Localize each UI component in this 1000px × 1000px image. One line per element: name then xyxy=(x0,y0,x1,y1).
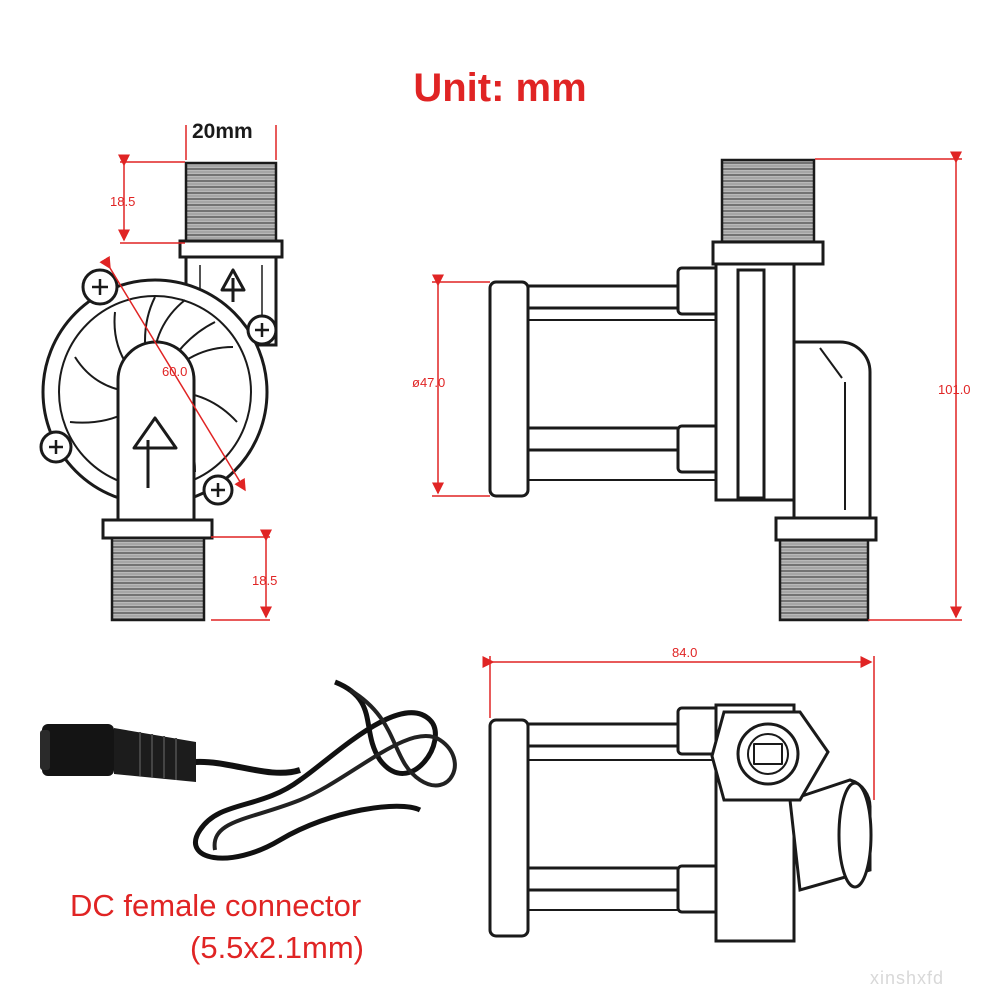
unit-title: Unit: mm xyxy=(413,66,587,110)
top-thread-dimension: 18.5 xyxy=(110,194,135,209)
connector-caption-line2: (5.5x2.1mm) xyxy=(190,930,364,965)
body-diameter-dimension: ø47.0 xyxy=(412,375,445,390)
side-bottom-thread xyxy=(778,538,870,622)
top-thread xyxy=(184,161,278,243)
pump-elbow xyxy=(792,340,872,522)
bottom-thread-dimension: 18.5 xyxy=(252,573,277,588)
motor-end-cap xyxy=(488,280,530,498)
side-view xyxy=(488,158,878,622)
watermark: xinshxfd xyxy=(870,968,945,988)
bottom-view-dimensions xyxy=(482,656,875,800)
front-view xyxy=(39,161,284,622)
bottom-view xyxy=(488,703,873,943)
side-top-thread xyxy=(720,158,816,244)
connector-caption-line1: DC female connector xyxy=(70,888,362,923)
dc-connector-cable xyxy=(40,679,457,861)
total-length-dimension: 84.0 xyxy=(672,645,697,660)
connector-barrel xyxy=(42,724,114,776)
bottom-thread xyxy=(110,536,206,622)
impeller-diameter-dimension: 60.0 xyxy=(162,364,187,379)
hex-fitting xyxy=(710,710,830,802)
side-view-dimensions xyxy=(432,151,962,621)
total-height-dimension: 101.0 xyxy=(938,382,971,397)
front-view-dimensions xyxy=(99,125,277,621)
port-width-label: 20mm xyxy=(192,120,253,143)
